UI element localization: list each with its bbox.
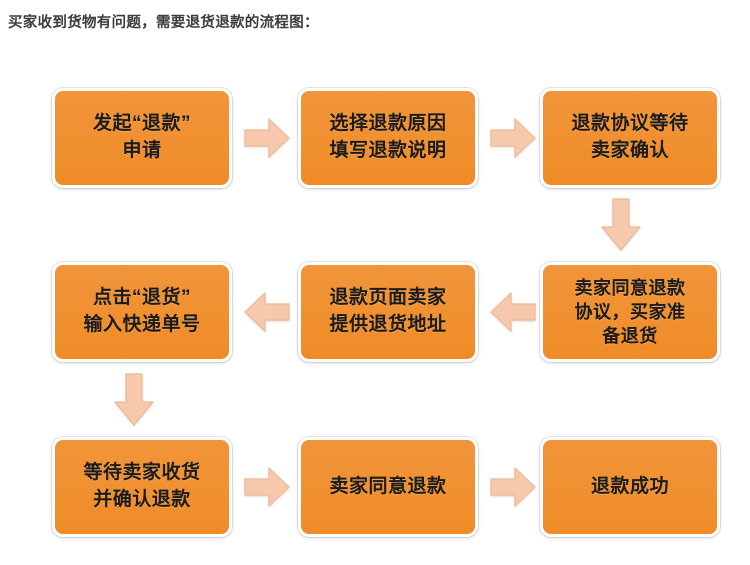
flow-node-line: 退款成功 [590,475,669,497]
arrow-down-icon [597,197,645,253]
flow-node-line: 填写退款说明 [329,140,447,161]
arrow-down-icon [110,372,158,428]
flow-node-line: 卖家同意退款 [329,475,447,497]
flow-node-seller-agrees-buyer-prepares-return: 卖家同意退款 协议，买家准 备退货 [540,262,720,362]
flow-node-await-seller-receive-and-confirm: 等待卖家收货 并确认退款 [52,437,232,537]
arrow-right-icon [489,463,537,511]
flow-node-line: 等待卖家收货 [83,462,201,484]
flow-node-line: 并确认退款 [93,489,191,510]
flow-node-label: 发起“退款” 申请 [87,111,197,165]
arrow-right-icon [243,114,291,162]
arrow-right-icon [489,114,537,162]
flow-node-line: 退款页面卖家 [329,287,447,309]
flow-node-line: 协议，买家准 [574,301,686,322]
flow-node-line: 点击“退货” [92,287,191,309]
flow-node-initiate-refund: 发起“退款” 申请 [52,88,232,188]
flow-node-label: 卖家同意退款 协议，买家准 备退货 [569,276,692,348]
flow-node-label: 退款页面卖家 提供退货地址 [323,285,452,339]
flow-node-line: 选择退款原因 [329,113,447,135]
flow-node-label: 选择退款原因 填写退款说明 [323,111,452,165]
arrow-right-icon [243,463,291,511]
flow-node-label: 退款成功 [585,474,675,501]
flow-node-choose-reason: 选择退款原因 填写退款说明 [298,88,478,188]
page-title: 买家收到货物有问题，需要退货退款的流程图： [8,15,319,31]
flow-node-awaiting-seller-confirm: 退款协议等待 卖家确认 [540,88,720,188]
flow-node-label: 点击“退货” 输入快递单号 [77,285,206,339]
flow-node-line: 申请 [122,140,162,161]
flow-node-line: 提供退货地址 [329,314,447,335]
flow-node-seller-agrees-refund: 卖家同意退款 [298,437,478,537]
flow-node-label: 退款协议等待 卖家确认 [565,111,694,165]
flow-node-label: 等待卖家收货 并确认退款 [77,460,206,514]
flow-node-line: 备退货 [602,326,658,347]
flow-node-line: 发起“退款” [92,113,191,135]
flow-node-line: 卖家确认 [590,140,669,161]
flow-node-label: 卖家同意退款 [323,474,452,501]
flow-node-seller-provides-return-address: 退款页面卖家 提供退货地址 [298,262,478,362]
flow-node-click-return-enter-tracking: 点击“退货” 输入快递单号 [52,262,232,362]
flow-node-line: 卖家同意退款 [574,277,686,298]
arrow-left-icon [489,288,537,336]
arrow-left-icon [243,288,291,336]
flow-node-line: 退款协议等待 [571,113,689,135]
flow-node-line: 输入快递单号 [83,314,201,335]
flow-node-refund-success: 退款成功 [540,437,720,537]
